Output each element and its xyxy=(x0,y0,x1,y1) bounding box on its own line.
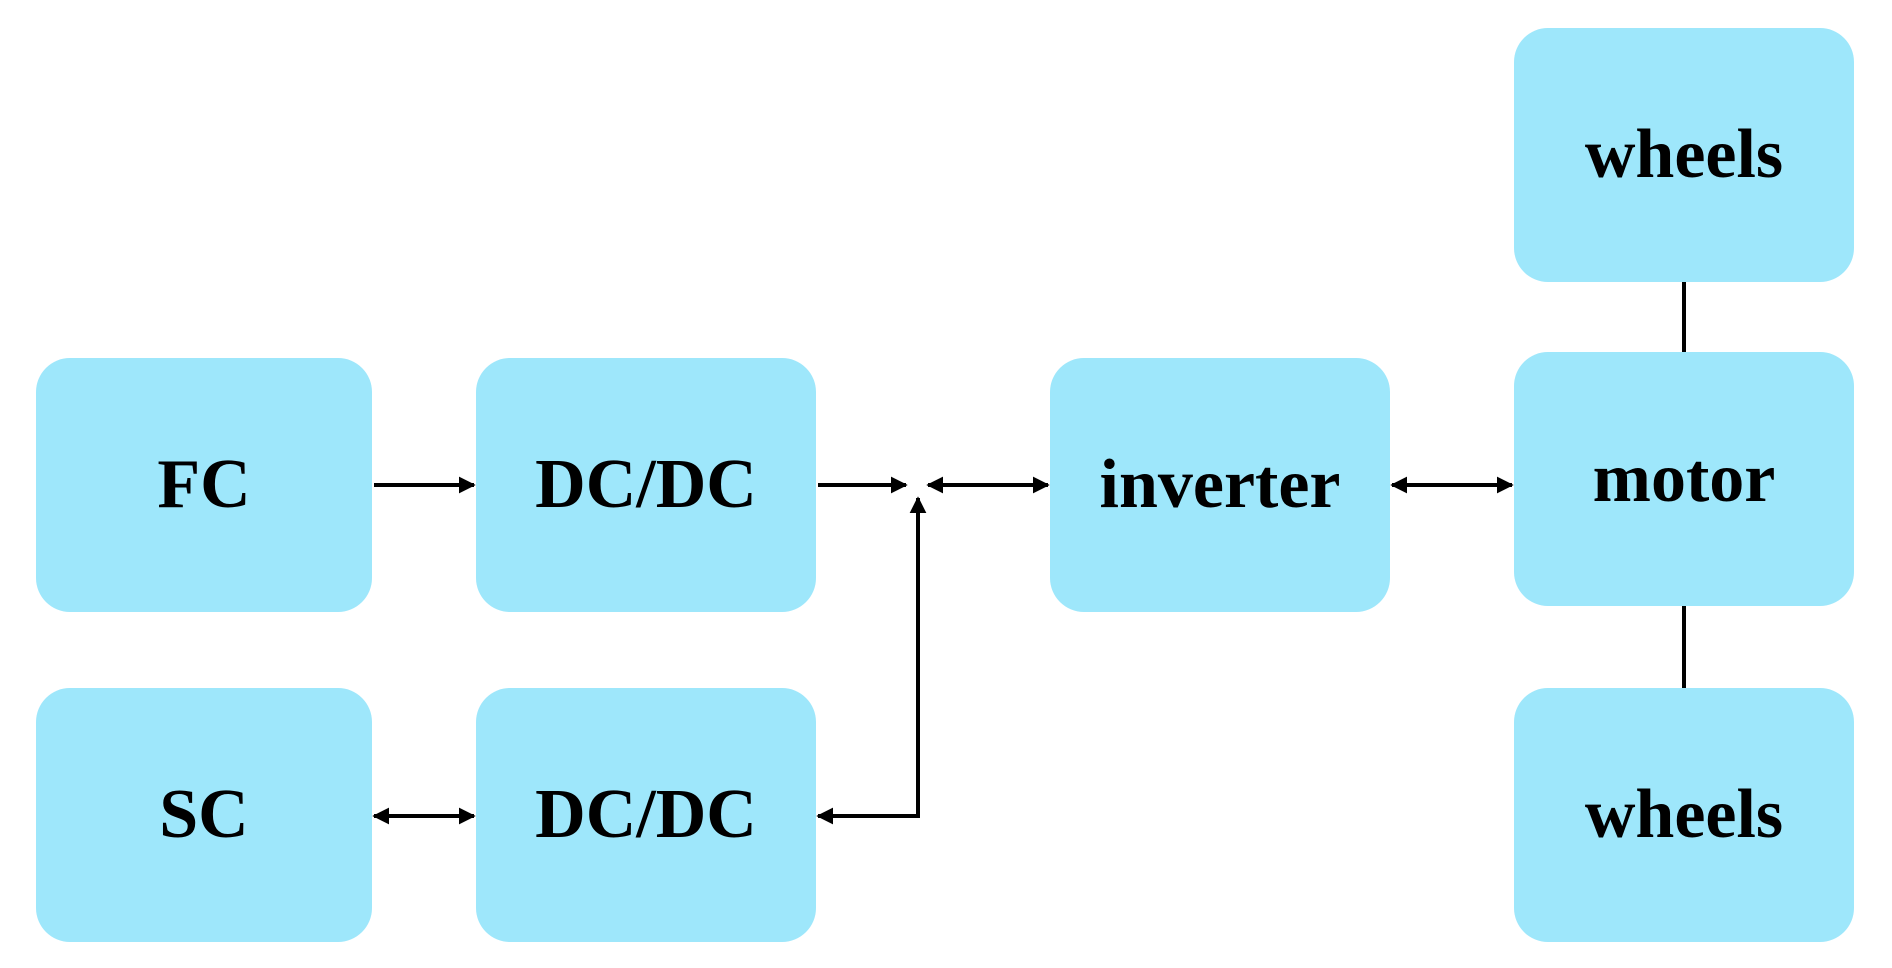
wheels-top-label: wheels xyxy=(1584,116,1784,193)
fc-label: FC xyxy=(157,446,251,523)
inverter-label: inverter xyxy=(1099,446,1341,523)
dcdc-top-label: DC/DC xyxy=(535,446,757,523)
dcdc-bottom-block: DC/DC xyxy=(476,688,816,942)
fc-block: FC xyxy=(36,358,372,612)
motor-label: motor xyxy=(1592,440,1776,517)
wheels-bottom-block: wheels xyxy=(1514,688,1854,942)
sc-block: SC xyxy=(36,688,372,942)
inverter-block: inverter xyxy=(1050,358,1390,612)
wheels-bottom-label: wheels xyxy=(1584,776,1784,853)
dcdc-bottom-label: DC/DC xyxy=(535,776,757,853)
wheels-top-block: wheels xyxy=(1514,28,1854,282)
motor-block: motor xyxy=(1514,352,1854,606)
arrow-dcdc-bottom-junction xyxy=(816,496,927,825)
sc-label: SC xyxy=(159,776,249,853)
dcdc-top-block: DC/DC xyxy=(476,358,816,612)
